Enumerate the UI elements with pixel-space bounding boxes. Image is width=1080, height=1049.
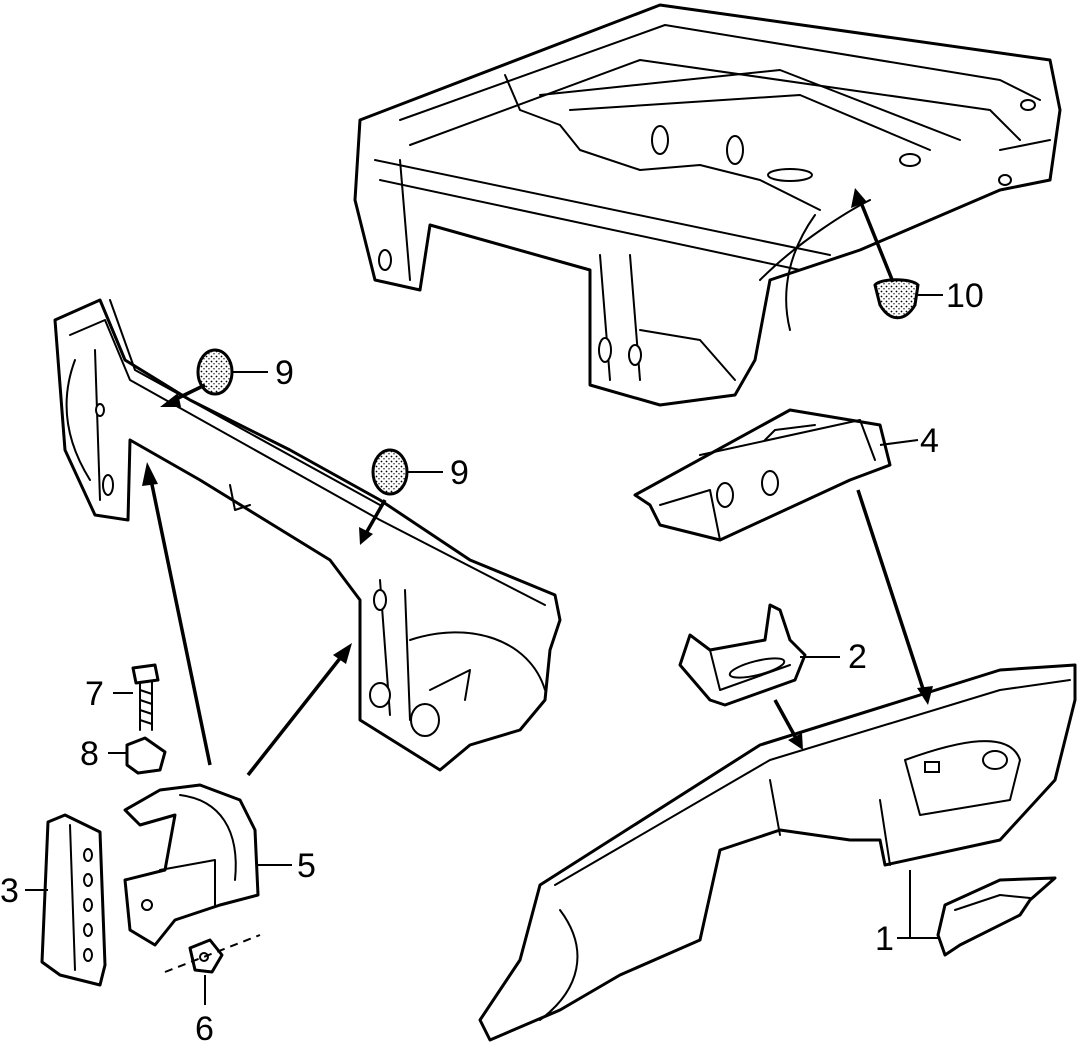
callout-7: 7 [85, 675, 104, 713]
callout-9-lower: 9 [450, 454, 469, 492]
callout-4: 4 [920, 422, 939, 460]
callout-10: 10 [946, 277, 984, 315]
part-7-bolt [131, 663, 160, 731]
radiator-support-panel [53, 298, 562, 772]
part-8-clip-nut [125, 736, 167, 775]
callout-8: 8 [80, 735, 99, 773]
part-3-vertical-bracket [40, 813, 107, 987]
callout-5: 5 [297, 847, 316, 885]
part-10-bump-stop [873, 278, 920, 320]
callout-1: 1 [875, 920, 894, 958]
part-4-reinforcement-bracket [633, 408, 892, 542]
callout-6: 6 [195, 1010, 214, 1048]
front-body-structure [353, 3, 1062, 407]
part-5-support-bracket [123, 783, 260, 947]
part-1-small-bracket [936, 876, 1057, 957]
part-9-pad-lower [371, 448, 409, 496]
callout-2: 2 [848, 638, 867, 676]
callout-3: 3 [0, 872, 19, 910]
leader-lines [25, 294, 943, 1005]
assembly-arrows [142, 188, 933, 777]
callout-9-upper: 9 [275, 354, 294, 392]
callouts: 1 2 3 4 5 6 7 8 9 9 10 [0, 277, 984, 1048]
part-1-fender-apron [478, 663, 1077, 1042]
part-2-mount-bracket [678, 603, 807, 707]
